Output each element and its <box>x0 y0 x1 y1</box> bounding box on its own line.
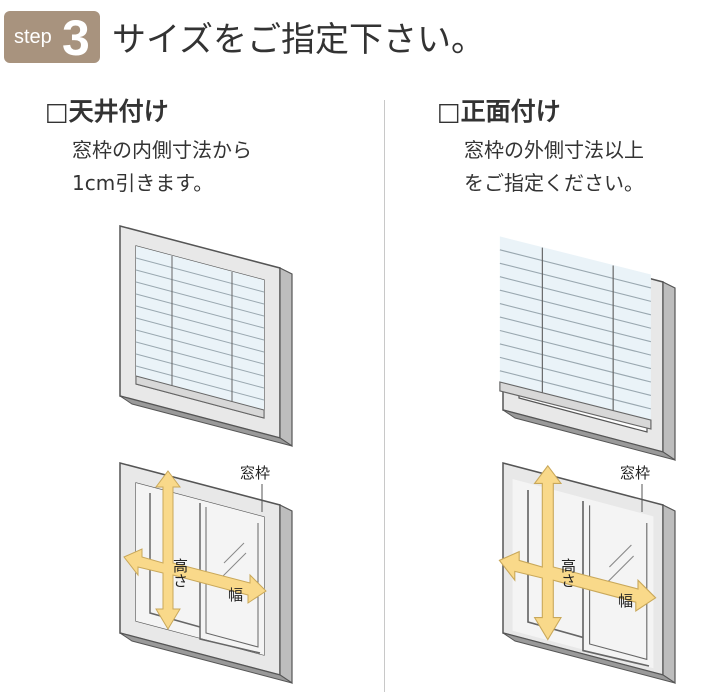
page-title: サイズをご指定下さい。 <box>112 20 485 60</box>
width-label: 幅 <box>228 586 243 604</box>
face-mount-description: 窓枠の外側寸法以上 をご指定ください。 <box>464 134 644 200</box>
height-label: 高さ <box>559 558 577 588</box>
description-line: をご指定ください。 <box>464 171 644 195</box>
frame-label: 窓枠 <box>620 464 650 482</box>
ceiling-mount-blind-illustration <box>119 225 293 447</box>
step-label: step <box>14 26 52 48</box>
face-mount-measure-illustration <box>498 462 676 684</box>
description-line: 1cm引きます。 <box>72 171 214 195</box>
face-mount-heading: □正面付け <box>437 97 561 126</box>
ceiling-mount-description: 窓枠の内側寸法から 1cm引きます。 <box>72 134 252 200</box>
step-number: 3 <box>62 10 90 66</box>
description-line: 窓枠の外側寸法以上 <box>464 138 644 162</box>
face-mount-blind-illustration <box>499 235 676 461</box>
column-divider <box>384 100 385 692</box>
description-line: 窓枠の内側寸法から <box>72 138 252 162</box>
ceiling-mount-heading: □天井付け <box>45 97 169 126</box>
frame-label: 窓枠 <box>240 464 270 482</box>
step-badge: step 3 <box>4 10 100 66</box>
ceiling-mount-measure-illustration <box>119 462 293 684</box>
height-label: 高さ <box>171 558 189 588</box>
width-label: 幅 <box>618 592 633 610</box>
